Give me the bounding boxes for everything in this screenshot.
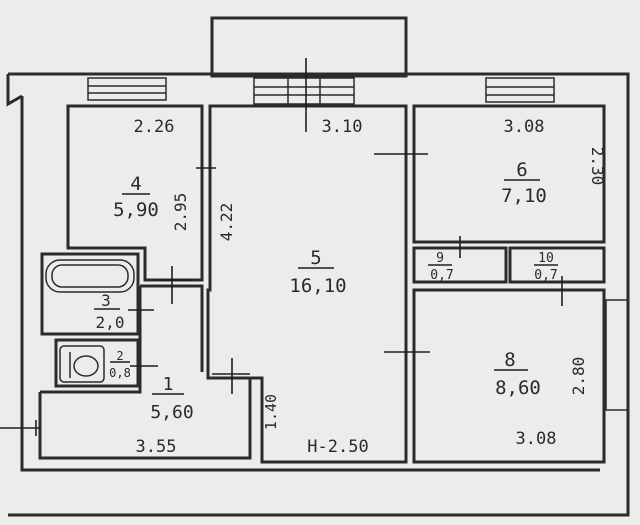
dimension-room1-width: 3.55	[136, 437, 177, 457]
dimension-room6-depth: 2.30	[588, 147, 607, 186]
room-6-outline	[412, 104, 606, 244]
room-2-area: 0,8	[109, 366, 131, 380]
room-8-outline	[412, 288, 606, 464]
room-8-area: 8,60	[495, 377, 541, 399]
dimension-room4-depth: 2.95	[171, 193, 190, 232]
room-3-area: 2,0	[96, 313, 125, 332]
room-5-area: 16,10	[289, 275, 346, 297]
room-10-number: 10	[538, 251, 554, 266]
dimension-corridor-depth: 1.40	[262, 394, 280, 430]
room-4-number: 4	[130, 173, 141, 195]
room-10-area: 0,7	[534, 268, 557, 283]
window-middle	[253, 77, 355, 105]
dimension-room5-width: 3.10	[322, 117, 363, 137]
room-3-number: 3	[101, 291, 111, 310]
room-6-number: 6	[516, 159, 527, 181]
outer-walls	[6, 72, 630, 517]
room-3-outline	[40, 252, 140, 336]
room-9-area: 0,7	[430, 268, 453, 283]
window-right	[485, 77, 555, 103]
room-10-outline	[508, 246, 606, 284]
toilet-icon	[59, 345, 105, 383]
door-marks	[0, 58, 563, 436]
bathtub-icon	[45, 259, 135, 293]
room-5-outline	[206, 104, 408, 464]
room-9-number: 9	[436, 251, 444, 266]
room-5-number: 5	[310, 247, 321, 269]
corridor-walls	[38, 284, 252, 460]
balcony	[210, 16, 408, 78]
room-8-number: 8	[504, 349, 515, 371]
room-2-number: 2	[116, 349, 123, 363]
dimension-room5-depth: 4.22	[217, 203, 236, 242]
dimension-room8-width: 3.08	[516, 429, 557, 449]
dimension-room4-width: 2.26	[134, 117, 175, 137]
room-1-number: 1	[163, 374, 174, 395]
room-4-outline	[66, 104, 204, 282]
room-6-area: 7,10	[501, 185, 547, 207]
room-4-area: 5,90	[113, 199, 159, 221]
window-left	[87, 77, 167, 101]
room-2-outline	[54, 338, 140, 388]
room-1-area: 5,60	[150, 402, 193, 423]
dimension-room6-width: 3.08	[504, 117, 545, 137]
ceiling-height: H-2.50	[307, 437, 368, 457]
dimension-room8-depth: 2.80	[569, 357, 588, 396]
